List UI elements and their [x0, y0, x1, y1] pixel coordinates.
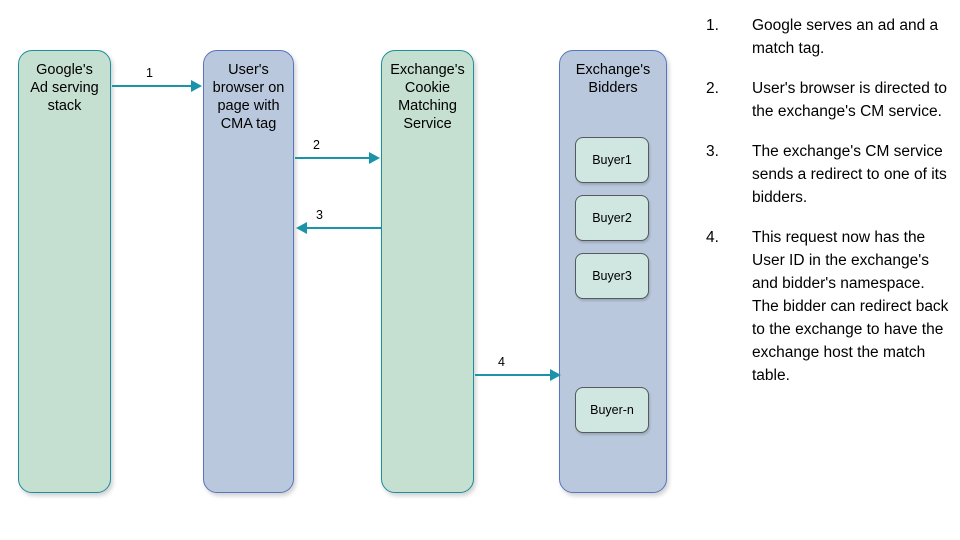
step-item-4: 4. This request now has the User ID in t…	[706, 226, 954, 387]
buyer-box-n: Buyer-n	[575, 387, 649, 433]
step-item-1: 1. Google serves an ad and a match tag.	[706, 14, 954, 60]
lane-exchange-bidders-label: Exchange's Bidders	[575, 62, 651, 96]
step-4-text: This request now has the User ID in the …	[752, 229, 949, 384]
step-2-number: 2.	[706, 80, 719, 97]
cookie-matching-diagram: Google's Ad serving stack User's browser…	[18, 50, 667, 493]
buyer-box-2: Buyer2	[575, 195, 649, 241]
step-item-3: 3. The exchange's CM service sends a red…	[706, 140, 954, 209]
step-3-text: The exchange's CM service sends a redire…	[752, 143, 947, 206]
lane-cookie-matching-service: Exchange's Cookie Matching Service	[381, 50, 474, 493]
arrow-2-label: 2	[313, 138, 320, 152]
lane-exchange-bidders: Exchange's Bidders Buyer1 Buyer2 Buyer3 …	[559, 50, 667, 493]
step-1-text: Google serves an ad and a match tag.	[752, 17, 939, 57]
step-3-number: 3.	[706, 143, 719, 160]
lane-ad-serving: Google's Ad serving stack	[18, 50, 111, 493]
steps-list: 1. Google serves an ad and a match tag. …	[706, 14, 954, 404]
arrow-4-label: 4	[498, 355, 505, 369]
step-2-text: User's browser is directed to the exchan…	[752, 80, 948, 120]
arrow-1-label: 1	[146, 66, 153, 80]
lane-ad-serving-label: Google's Ad serving stack	[30, 62, 99, 114]
buyer-box-3: Buyer3	[575, 253, 649, 299]
lane-user-browser-label: User's browser on page with CMA tag	[212, 62, 285, 132]
lane-user-browser: User's browser on page with CMA tag	[203, 50, 294, 493]
step-4-number: 4.	[706, 229, 719, 246]
arrow-1	[112, 80, 202, 92]
arrow-3	[296, 222, 381, 234]
step-item-2: 2. User's browser is directed to the exc…	[706, 77, 954, 123]
buyer-box-1: Buyer1	[575, 137, 649, 183]
arrow-4	[475, 369, 561, 381]
arrow-3-label: 3	[316, 208, 323, 222]
step-1-number: 1.	[706, 17, 719, 34]
arrow-2	[295, 152, 380, 164]
lane-cookie-matching-service-label: Exchange's Cookie Matching Service	[390, 62, 465, 132]
